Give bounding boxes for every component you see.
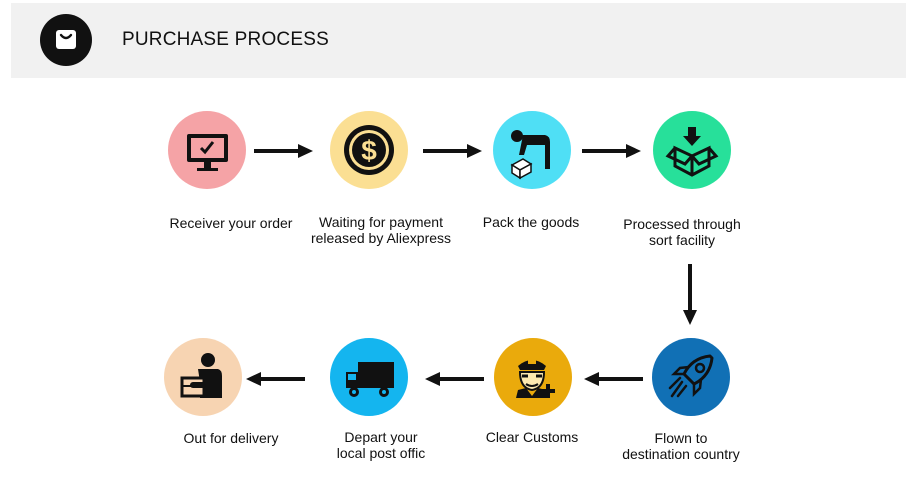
step-label-flown: Flown to destination country bbox=[596, 430, 766, 462]
arrow-down bbox=[683, 264, 697, 325]
step-label-line: released by Aliexpress bbox=[310, 230, 452, 246]
shopping-bag-icon bbox=[40, 14, 92, 66]
person-packing-icon bbox=[510, 130, 550, 180]
arrow-left bbox=[584, 372, 643, 386]
step-label-pack: Pack the goods bbox=[446, 214, 616, 230]
step-label-line: Clear Customs bbox=[485, 429, 579, 445]
dollar-coin-icon: $ bbox=[344, 125, 394, 175]
arrow-right bbox=[254, 144, 313, 158]
arrow-right bbox=[582, 144, 641, 158]
step-label-depart: Depart your local post offic bbox=[296, 429, 466, 461]
step-label-payment: Waiting for payment released by Aliexpre… bbox=[296, 214, 466, 246]
step-label-receive-order: Receiver your order bbox=[146, 215, 316, 231]
step-label-delivery: Out for delivery bbox=[146, 430, 316, 446]
step-sort-circle bbox=[653, 111, 731, 189]
customs-officer-icon bbox=[516, 360, 555, 398]
arrow-right bbox=[423, 144, 482, 158]
step-label-line: sort facility bbox=[648, 232, 716, 248]
rocket-icon bbox=[668, 354, 714, 398]
delivery-person-icon bbox=[180, 353, 222, 398]
step-flown-circle bbox=[652, 338, 730, 416]
arrow-left bbox=[246, 372, 305, 386]
step-label-customs: Clear Customs bbox=[447, 429, 617, 445]
step-label-line: Depart your bbox=[344, 429, 418, 445]
step-payment-circle: $ bbox=[330, 111, 408, 189]
step-label-line: Waiting for payment bbox=[319, 214, 443, 230]
header-bar: PURCHASE PROCESS bbox=[11, 3, 906, 78]
step-label-line: Receiver your order bbox=[169, 215, 293, 231]
step-customs-circle bbox=[494, 338, 572, 416]
step-receive-order-circle bbox=[168, 111, 246, 189]
step-pack-circle bbox=[493, 111, 571, 189]
step-label-line: Flown to bbox=[654, 430, 708, 446]
step-label-line: Processed through bbox=[623, 216, 741, 232]
step-delivery-circle bbox=[164, 338, 242, 416]
step-label-line: Out for delivery bbox=[183, 430, 279, 446]
step-depart-circle bbox=[330, 338, 408, 416]
step-label-sort: Processed through sort facility bbox=[597, 216, 767, 248]
step-label-line: Pack the goods bbox=[482, 214, 580, 230]
arrow-left bbox=[425, 372, 484, 386]
step-label-line: local post offic bbox=[336, 445, 426, 461]
monitor-check-icon bbox=[187, 134, 228, 171]
step-label-line: destination country bbox=[622, 446, 740, 462]
svg-text:$: $ bbox=[361, 135, 377, 166]
truck-icon bbox=[346, 362, 394, 397]
page-title: PURCHASE PROCESS bbox=[122, 29, 329, 50]
open-box-icon bbox=[665, 127, 719, 177]
